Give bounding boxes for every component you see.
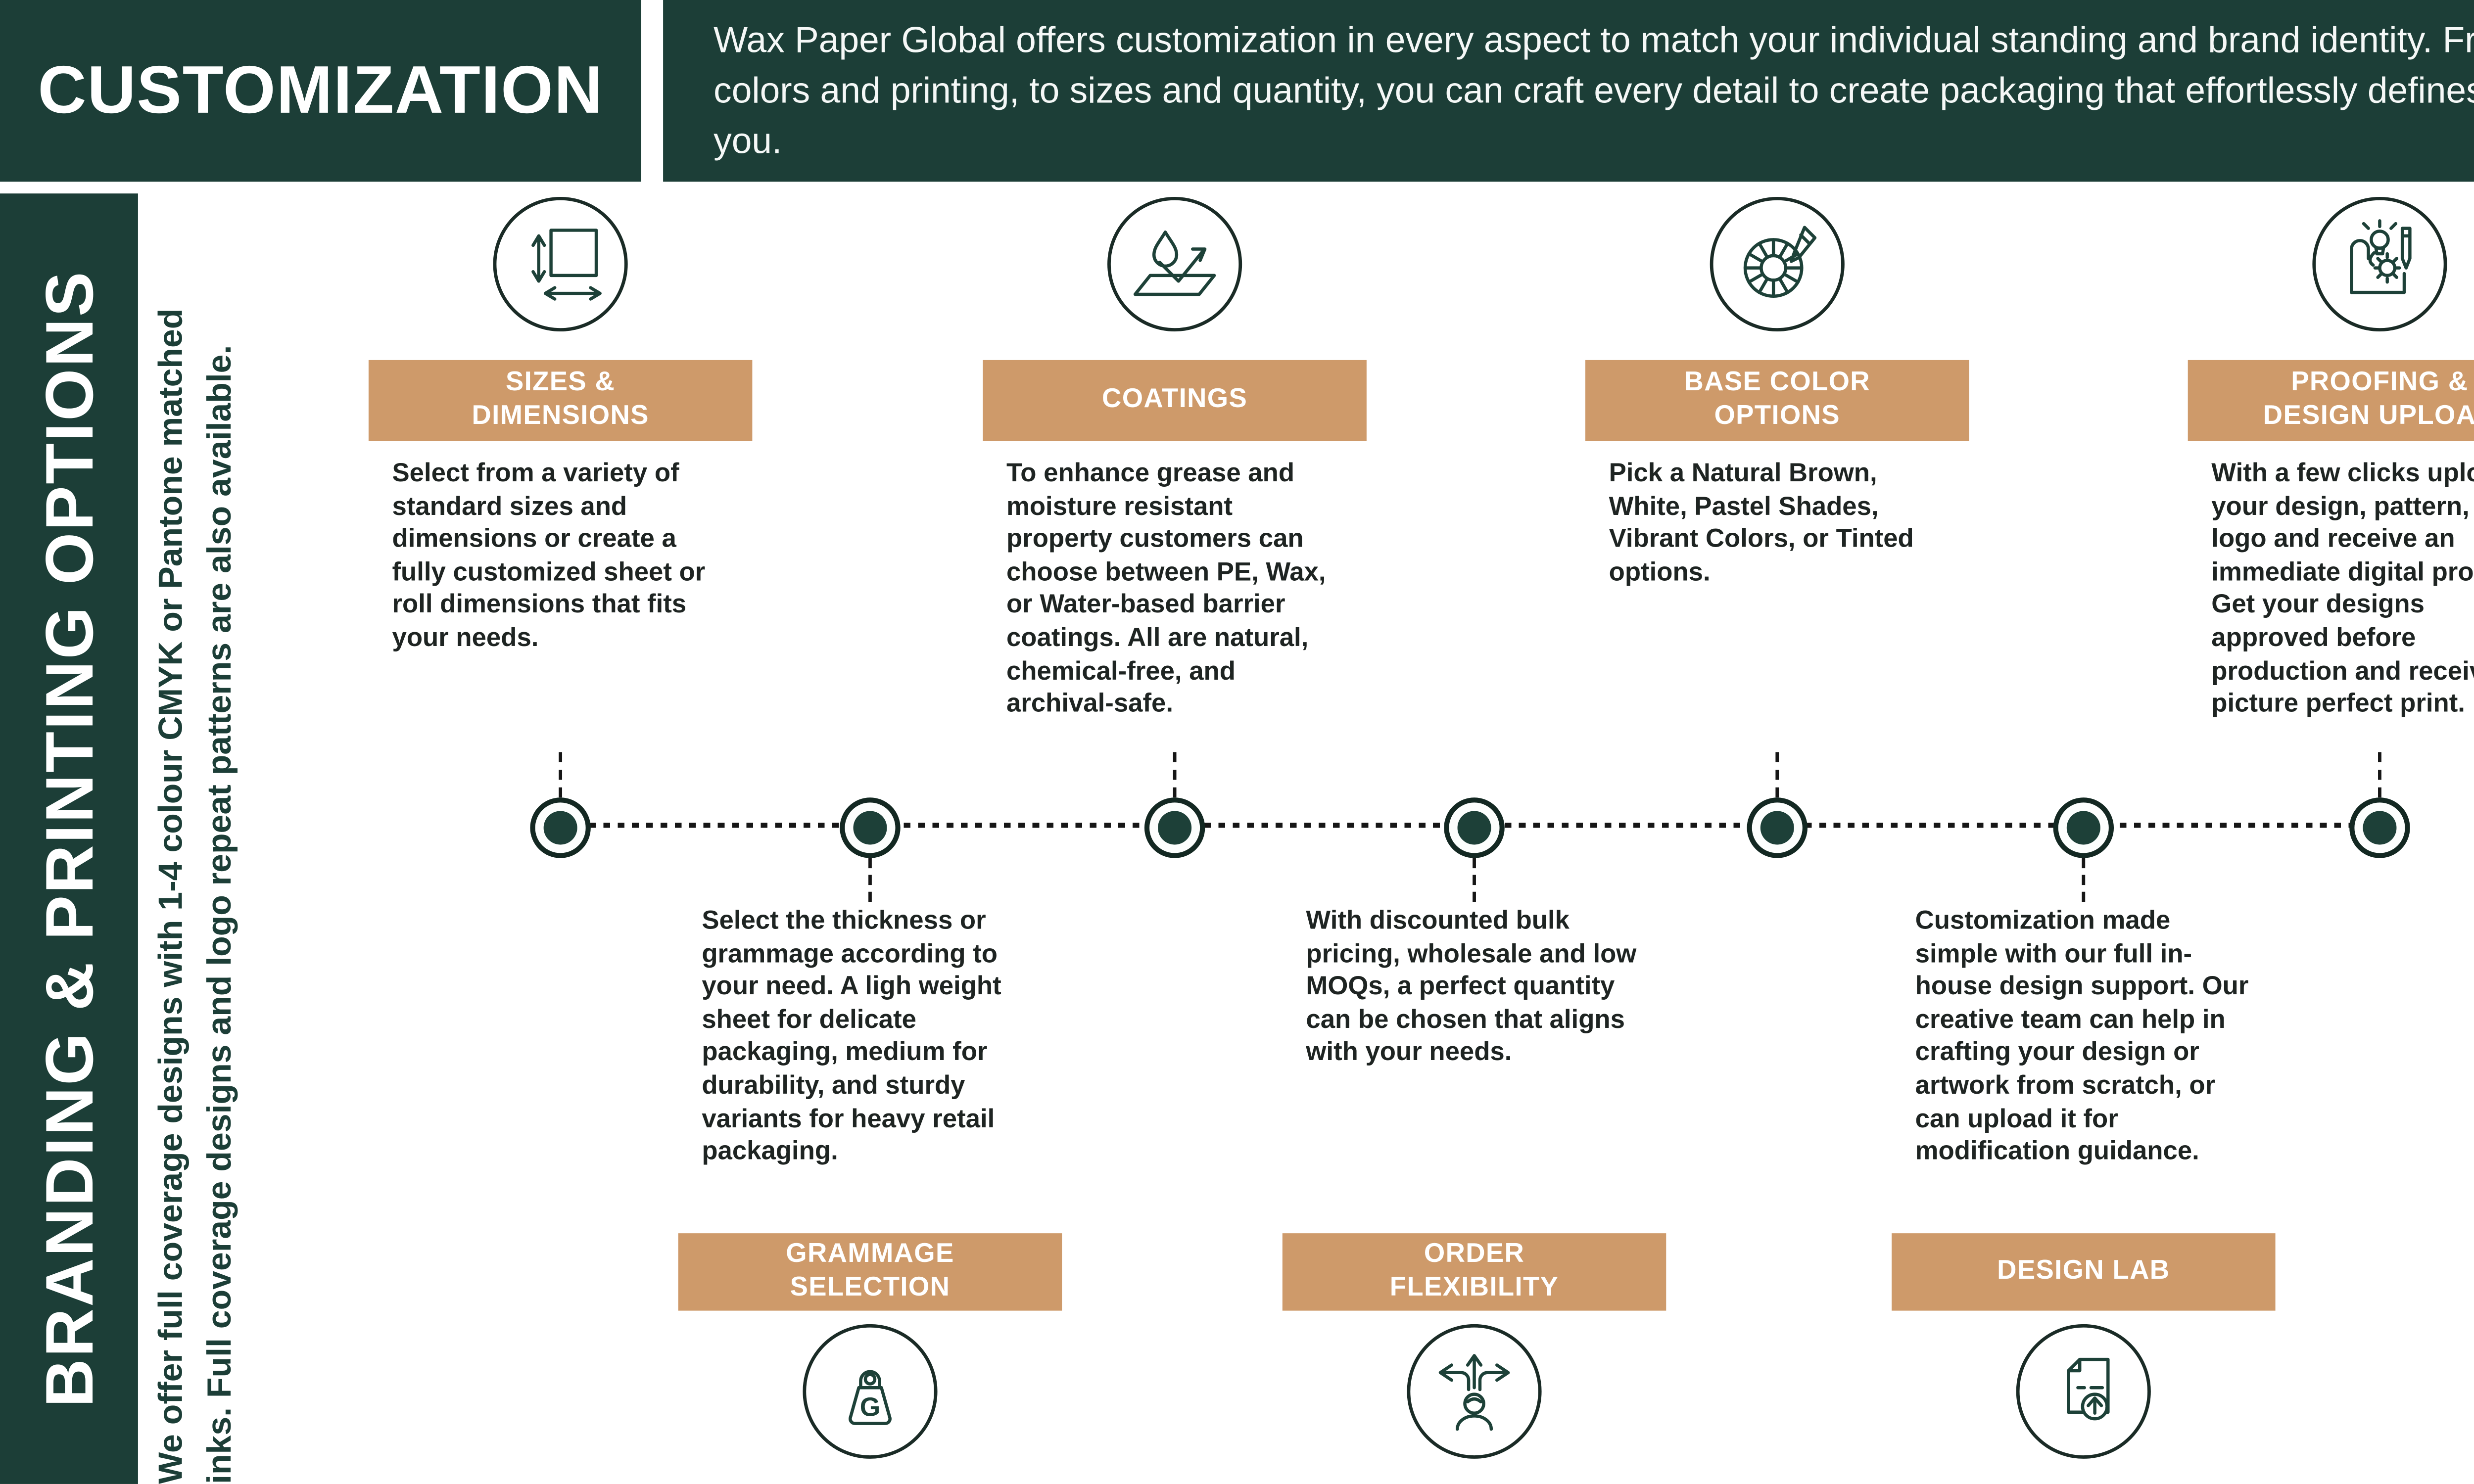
color-wheel-icon (1710, 196, 1845, 332)
dimensions-icon (493, 196, 628, 332)
weight-icon-letter: G (860, 1392, 880, 1422)
step-description-design-lab: Customization made simple with our full … (1915, 907, 2249, 1166)
sidebar-title-bar (0, 193, 138, 1484)
decision-arrows-icon (1407, 1324, 1542, 1459)
connector-dash (559, 752, 563, 798)
sidebar-title: BRANDING & PRINTING OPTIONS (34, 270, 108, 1408)
timeline-node (1144, 797, 1205, 858)
header-description: Wax Paper Global offers customization in… (714, 20, 2474, 162)
design-proof-icon (2312, 196, 2447, 332)
step-description-coatings: To enhance grease and moisture resistant… (1006, 459, 1326, 719)
step-label-grammage-selection: GRAMMAGE SELECTION (678, 1233, 1062, 1311)
water-resist-icon (1107, 196, 1242, 332)
step-description-proofing-design-upload: With a few clicks upload your design, pa… (2211, 459, 2474, 719)
page-title-box: CUSTOMIZATION (0, 0, 641, 182)
sidebar-note: We offer full coverage designs with 1-4 … (153, 308, 239, 1484)
upload-document-icon (2016, 1324, 2151, 1459)
timeline-node (530, 797, 591, 858)
timeline-node (2349, 797, 2410, 858)
step-label-order-flexibility: ORDER FLEXIBILITY (1282, 1233, 1666, 1311)
timeline-node (1444, 797, 1505, 858)
page-title: CUSTOMIZATION (38, 53, 604, 127)
connector-dash (2378, 752, 2381, 798)
connector-dash (1775, 752, 1779, 798)
timeline-node (2053, 797, 2114, 858)
connector-dash (868, 858, 872, 902)
step-label-coatings: COATINGS (983, 360, 1367, 441)
step-label-base-color-options: BASE COLOR OPTIONS (1585, 360, 1969, 441)
step-description-grammage-selection: Select the thickness or grammage accordi… (702, 907, 1001, 1166)
connector-dash (2082, 858, 2086, 902)
step-description-order-flexibility: With discounted bulk pricing, wholesale … (1306, 907, 1637, 1067)
timeline-node (1747, 797, 1808, 858)
step-label-sizes-dimensions: SIZES & DIMENSIONS (368, 360, 753, 441)
step-label-design-lab: DESIGN LAB (1892, 1233, 2276, 1311)
connector-dash (1173, 752, 1177, 798)
step-description-sizes-dimensions: Select from a variety of standard sizes … (392, 459, 706, 653)
weight-icon: G (803, 1324, 938, 1459)
connector-dash (1473, 858, 1476, 902)
step-description-base-color-options: Pick a Natural Brown, White, Pastel Shad… (1609, 459, 1914, 587)
header-description-box: Wax Paper Global offers customization in… (663, 0, 2474, 182)
step-label-proofing-design-upload: PROOFING & DESIGN UPLOAD (2188, 360, 2474, 441)
timeline-node (840, 797, 901, 858)
